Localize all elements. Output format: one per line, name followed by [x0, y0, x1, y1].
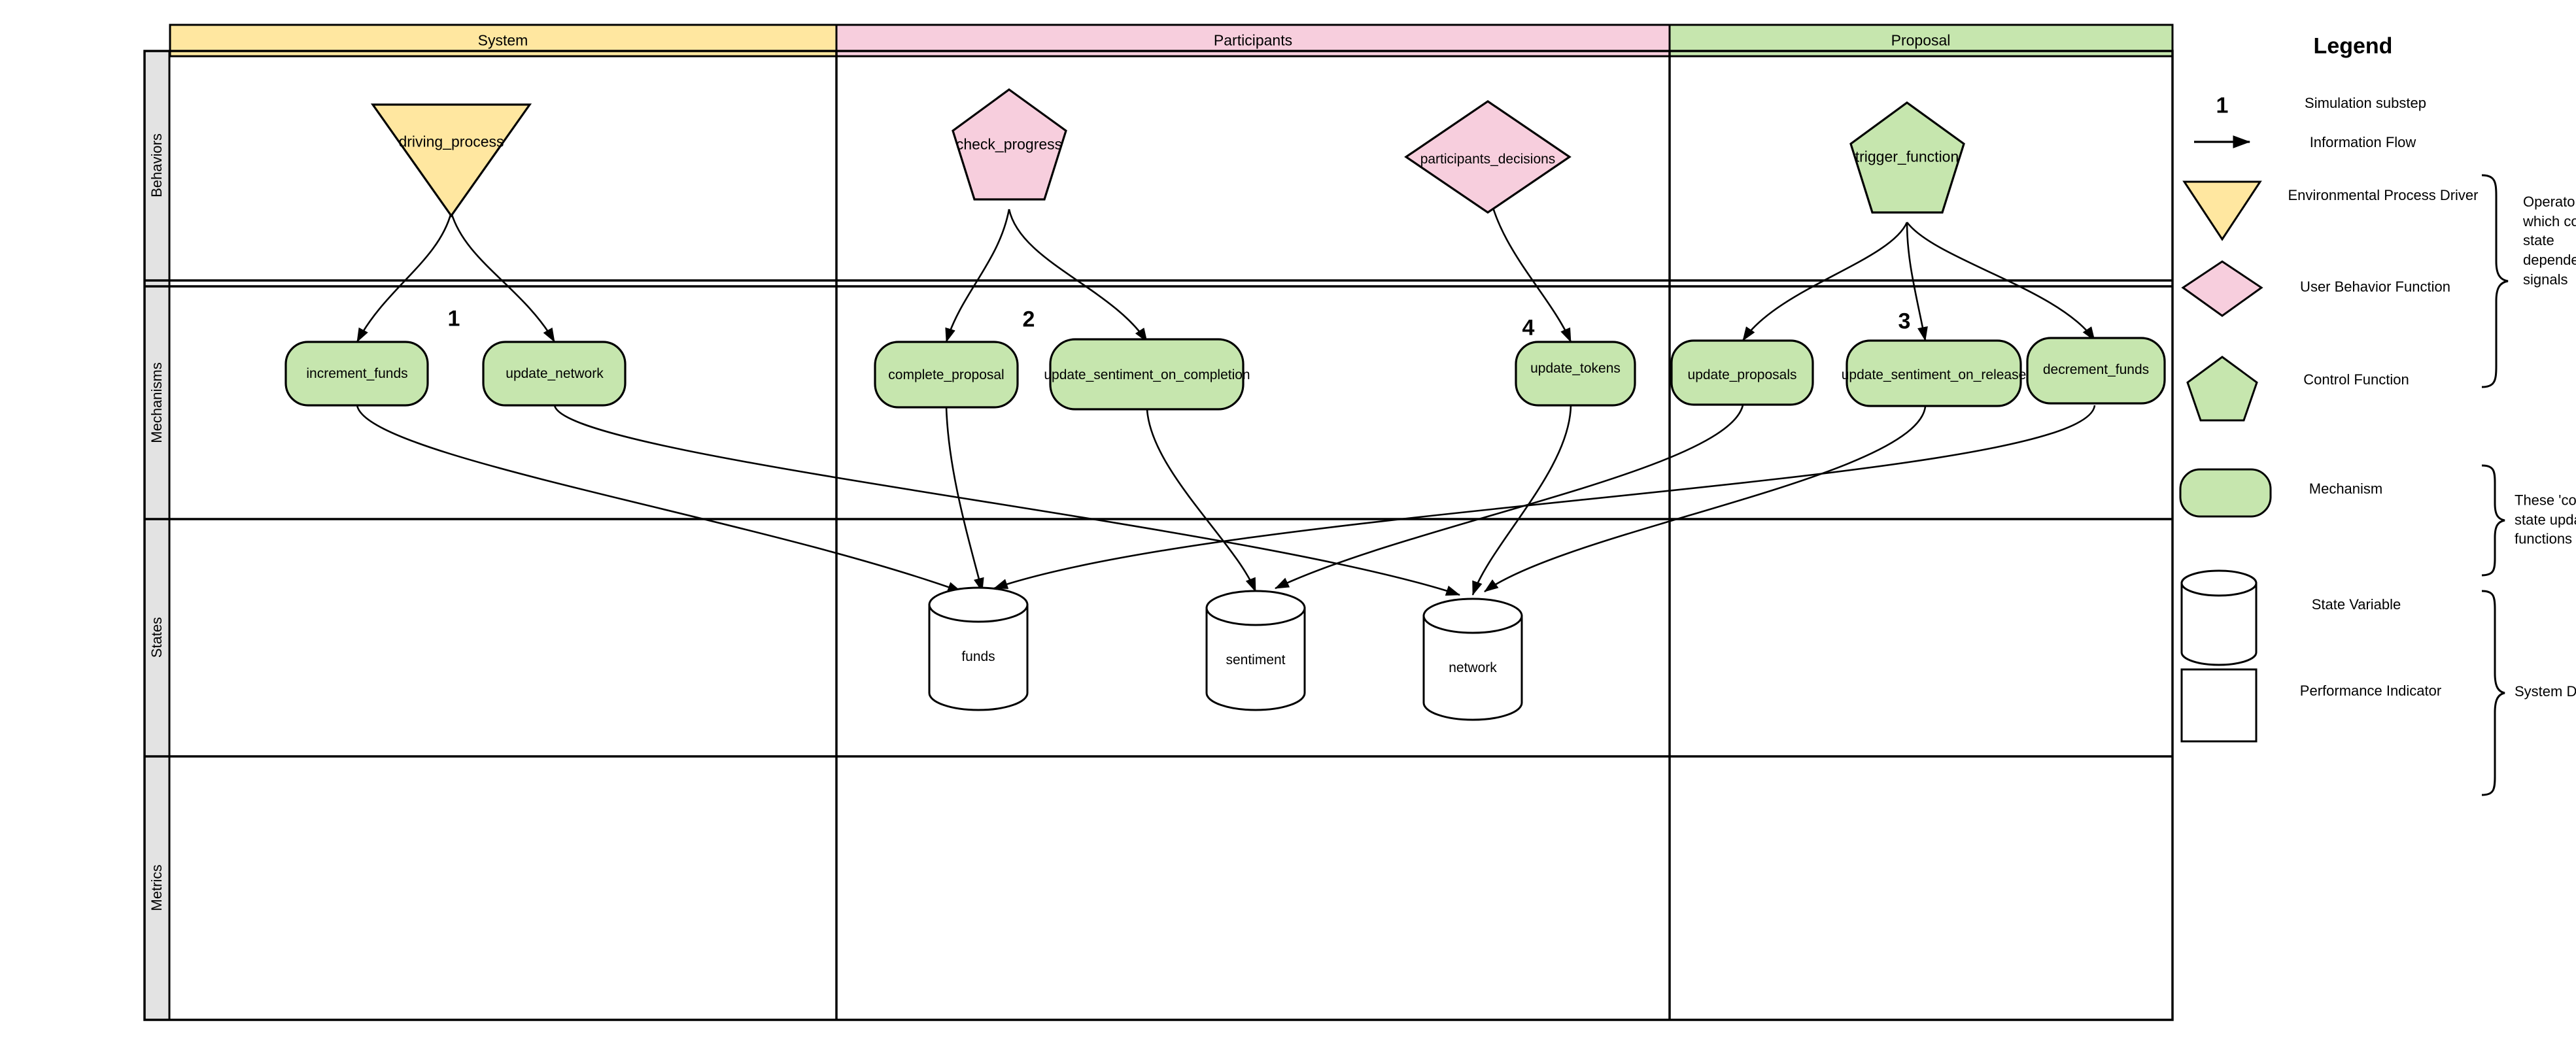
edge-trigger-to-updatesentimentrelease: [1906, 222, 1928, 342]
state-funds[interactable]: [928, 586, 1029, 711]
brace-operators: [2481, 174, 2509, 388]
edge-updatetokens-to-network: [1471, 405, 1572, 596]
mechanism-update-tokens[interactable]: [1515, 341, 1636, 407]
edge-decrementfunds-to-funds: [993, 405, 2096, 590]
edge-updatesentimentrelease-to-network: [1484, 406, 1927, 593]
legend-rectangle-icon: [2180, 668, 2258, 743]
edges-mechanism-to-state: [356, 405, 2096, 596]
legend-glyphs: [2179, 135, 2272, 743]
legend-braces: [2481, 174, 2509, 796]
edge-updateproposals-to-sentiment: [1275, 405, 1744, 590]
mechanism-update-sentiment-on-completion[interactable]: [1049, 338, 1245, 411]
behavior-trigger-function[interactable]: [1849, 101, 1965, 214]
behavior-driving-process[interactable]: [370, 103, 532, 218]
edge-driving-to-updatenetwork: [450, 212, 556, 343]
edge-checkprogress-to-completeproposal: [945, 209, 1010, 343]
edge-completeproposal-to-funds: [945, 406, 984, 593]
state-shapes: [928, 586, 1523, 721]
behavior-check-progress[interactable]: [952, 88, 1067, 201]
state-network[interactable]: [1422, 598, 1523, 721]
legend-diamond-icon: [2181, 260, 2263, 317]
mechanism-increment-funds[interactable]: [284, 341, 429, 407]
legend-pentagon-icon: [2186, 356, 2258, 422]
edge-updatenetwork-to-network: [553, 405, 1460, 596]
mechanism-update-proposals[interactable]: [1670, 339, 1814, 406]
edge-trigger-to-updateproposals: [1742, 222, 1908, 341]
edge-participantsdecisions-to-updatetokens: [1486, 186, 1572, 343]
behavior-shapes: [370, 88, 1965, 218]
edge-checkprogress-to-updatesentiment: [1008, 209, 1148, 343]
brace-system-data: [2481, 590, 2505, 796]
edge-trigger-to-decrementfunds: [1906, 222, 2096, 341]
grid-outline: [143, 50, 2174, 1021]
grid-frame: [143, 50, 2174, 1021]
row-label-column: [143, 50, 171, 1021]
state-sentiment[interactable]: [1205, 590, 1306, 711]
edge-driving-to-increment: [356, 212, 453, 343]
legend-triangle-down-icon: [2182, 180, 2262, 241]
mechanism-update-sentiment-on-release[interactable]: [1846, 339, 2022, 407]
mechanism-decrement-funds[interactable]: [2026, 337, 2166, 405]
brace-contain: [2481, 464, 2505, 577]
legend-cylinder-icon: [2180, 569, 2258, 666]
legend-mechanism-icon: [2179, 468, 2272, 518]
edge-incrementfunds-to-funds: [356, 405, 962, 593]
edge-updatesentimentcompletion-to-sentiment: [1146, 409, 1257, 592]
behavior-participants-decisions[interactable]: [1404, 100, 1571, 214]
mechanism-complete-proposal[interactable]: [874, 341, 1019, 409]
edges-behavior-to-mechanism: [356, 186, 2096, 343]
mechanism-shapes: [284, 337, 2166, 411]
mechanism-update-network[interactable]: [482, 341, 627, 407]
